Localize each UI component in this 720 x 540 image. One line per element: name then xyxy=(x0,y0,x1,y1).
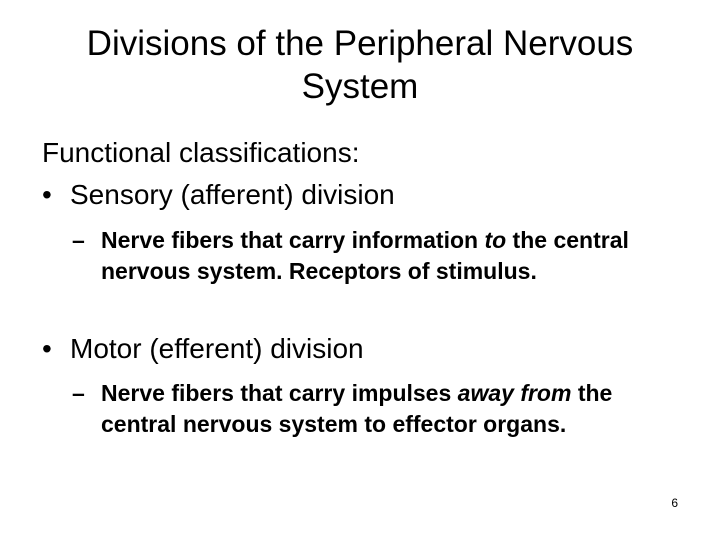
sub-bullet-marker: – xyxy=(72,227,85,253)
intro-heading: Functional classifications: xyxy=(42,137,360,168)
bullet-label: Motor (efferent) division xyxy=(70,333,364,364)
sub-text-emphasis: away from xyxy=(457,380,572,406)
bullet-marker: • xyxy=(42,179,52,210)
sub-bullet-text: Nerve fibers that carry impulses away fr… xyxy=(101,378,682,440)
bullet-sensory-division: • Sensory (afferent) division xyxy=(42,178,395,212)
page-number: 6 xyxy=(671,496,678,510)
sub-text-part: the central nervous system. Receptors of… xyxy=(101,227,629,284)
slide-title: Divisions of the Peripheral Nervous Syst… xyxy=(86,24,634,106)
sub-text-part: the central nervous system to effector o… xyxy=(101,380,613,437)
sub-bullet-motor-description: – Nerve fibers that carry impulses away … xyxy=(72,378,682,440)
sub-text-part: Nerve fibers that carry information xyxy=(101,227,485,253)
sub-text-part: Nerve fibers that carry impulses xyxy=(101,380,458,406)
sub-bullet-sensory-description: – Nerve fibers that carry information to… xyxy=(72,225,682,287)
sub-text-emphasis: to xyxy=(484,227,507,253)
bullet-motor-division: • Motor (efferent) division xyxy=(42,332,364,366)
bullet-marker: • xyxy=(42,333,52,364)
bullet-label: Sensory (afferent) division xyxy=(70,179,395,210)
sub-bullet-marker: – xyxy=(72,380,85,406)
sub-bullet-text: Nerve fibers that carry information to t… xyxy=(101,225,682,287)
